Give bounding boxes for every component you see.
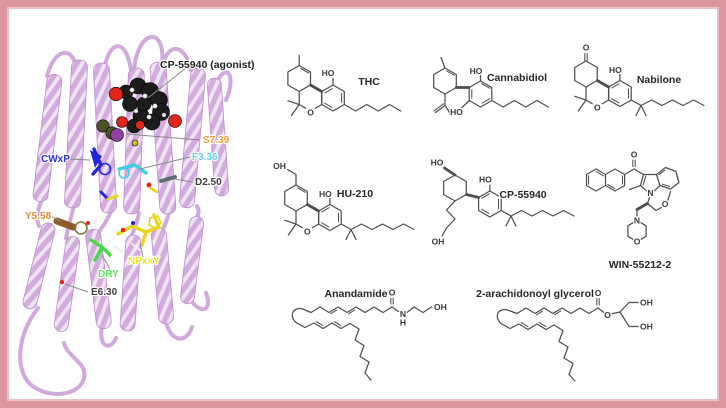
atom-label: O: [307, 107, 314, 117]
atom-label: HO: [450, 107, 463, 117]
structure-anandamide: O N H OH Anandamide: [291, 286, 448, 381]
bonds: [585, 159, 680, 241]
atom-label: O: [583, 43, 590, 53]
molecule-name: WIN-55212-2: [609, 259, 672, 271]
d250-sticks: [146, 175, 177, 194]
cwxp-motif-sticks: [90, 147, 119, 201]
atom-label: H: [400, 318, 406, 328]
residue-label-cwxp: CWxP: [41, 154, 70, 165]
structure-2ag: O O OH OH 2-arachidonoyl glycerol: [476, 287, 654, 382]
atom-label: OH: [434, 302, 447, 312]
atom-label: HO: [322, 68, 335, 78]
atom-label: HO: [609, 65, 622, 75]
structure-cp55940: HO HO OH CP-55940: [429, 156, 575, 248]
atom-label: OH: [432, 237, 445, 247]
leader-lines: [50, 67, 201, 293]
receptor-structure: CP-55940 (agonist) S7.39 F3.36 D2.50 CWx…: [18, 34, 254, 397]
residue-label-d250: D2.50: [195, 177, 222, 188]
atom-label: O: [595, 288, 602, 298]
ribbon-helices: [22, 59, 230, 333]
molecule-name: 2-arachidonoyl glycerol: [476, 288, 594, 300]
bonds: [433, 56, 549, 116]
atom-label: O: [662, 199, 669, 209]
ligand-spheres: [96, 77, 182, 147]
y558-sticks: [53, 217, 90, 235]
atom-label: O: [389, 288, 396, 298]
residue-label-e630: E6.30: [91, 287, 118, 298]
molecule-name: Cannabidiol: [487, 72, 547, 84]
atom-label: OH: [640, 322, 653, 332]
atom-label: O: [631, 150, 638, 160]
molecule-name: THC: [358, 76, 380, 88]
atom-label: O: [604, 310, 611, 320]
residue-label-y558: Y5.58: [25, 211, 52, 222]
bonds: [574, 52, 705, 117]
atom-label: O: [634, 237, 641, 247]
bonds: [496, 297, 639, 382]
atom-label: HO: [319, 189, 332, 199]
residue-sticks: [53, 147, 177, 285]
atom-label: N: [400, 309, 406, 319]
molecule-name: CP-55940: [499, 189, 546, 201]
residue-label-dry: DRY: [98, 269, 119, 280]
structure-cannabidiol: HO HO Cannabidiol: [433, 56, 549, 118]
molecule-name: Anandamide: [324, 288, 387, 300]
residue-label-npxxy: NPxxY: [128, 256, 160, 267]
dry-motif-sticks: [89, 238, 112, 262]
atom-label: OH: [640, 298, 653, 308]
residue-label-s739: S7.39: [203, 135, 230, 146]
molecule-name: Nabilone: [637, 74, 681, 86]
structure-nabilone: O HO O Nabilone: [574, 41, 705, 117]
bonds: [287, 54, 402, 117]
atom-label: N: [634, 216, 640, 226]
residue-label-f336: F3.36: [192, 152, 218, 163]
atom-label: HO: [431, 158, 444, 168]
bonds: [291, 297, 433, 381]
e630-residue-dot: [59, 279, 65, 285]
structure-win55212: O N O N O WIN-55212-2: [585, 148, 680, 272]
ligand-label: CP-55940 (agonist): [160, 59, 254, 71]
structure-thc: HO O THC: [287, 54, 402, 119]
structure-hu210: OH HO O HU-210: [272, 160, 415, 241]
bonds: [284, 168, 415, 241]
atom-label: O: [594, 103, 601, 113]
ribbon-loops: [18, 34, 233, 397]
bonds: [441, 166, 575, 237]
atom-label: OH: [273, 161, 286, 171]
atom-label: HO: [470, 66, 483, 76]
molecule-name: HU-210: [337, 188, 373, 200]
atom-label: HO: [479, 175, 492, 185]
atom-label: O: [304, 227, 311, 237]
npxxy-motif-sticks: [113, 213, 162, 253]
atom-label: N: [647, 188, 653, 198]
